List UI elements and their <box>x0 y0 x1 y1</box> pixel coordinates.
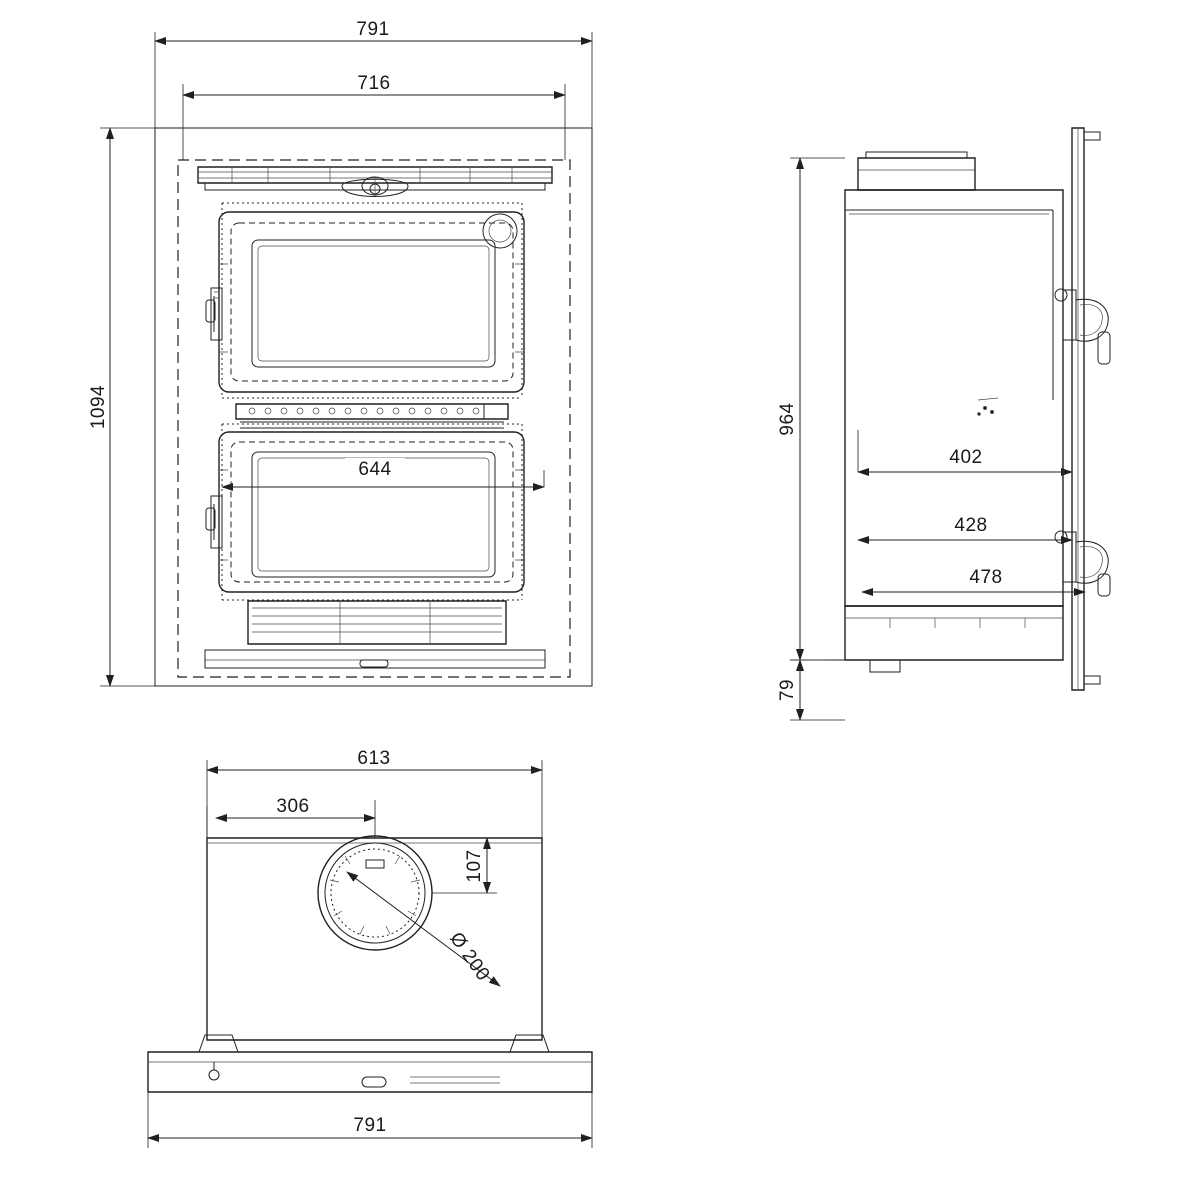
dim-label-side-depth-top: 402 <box>949 447 982 468</box>
dim-label-plan-base-width: 791 <box>353 1115 386 1136</box>
dim-label-front-height: 1094 <box>88 385 109 429</box>
dim-front-716: 716 <box>182 73 566 160</box>
dim-label-side-base-height: 79 <box>777 679 798 701</box>
dim-front-791: 791 <box>154 19 593 128</box>
dim-label-side-depth-low: 478 <box>969 567 1002 588</box>
dim-side-402: 402 <box>857 430 1073 476</box>
dim-front-1094: 1094 <box>88 127 155 687</box>
dim-label-front-inner-width: 716 <box>357 73 390 94</box>
dim-plan-306: 306 <box>206 796 376 838</box>
dim-label-plan-flue-offset: 306 <box>276 796 309 817</box>
dim-side-478: 478 <box>861 566 1086 596</box>
dim-label-plan-flue-diameter: Ø 200 <box>445 929 493 985</box>
dim-label-side-depth-mid: 428 <box>954 515 987 536</box>
dim-label-front-width: 791 <box>356 19 389 40</box>
plan-view: 613 306 107 Ø 200 791 <box>147 748 593 1148</box>
dim-plan-791: 791 <box>147 1092 593 1148</box>
front-elevation-view: 791 716 1094 644 <box>88 19 593 687</box>
side-elevation-view: 964 79 402 428 478 <box>777 127 1111 721</box>
dim-side-79: 79 <box>777 659 845 721</box>
dim-front-644: 644 <box>221 458 545 491</box>
dim-side-964: 964 <box>777 157 845 661</box>
dim-plan-613: 613 <box>206 748 543 838</box>
dim-label-side-height: 964 <box>777 402 798 435</box>
dim-label-front-door-width: 644 <box>358 459 391 480</box>
dim-side-428: 428 <box>857 514 1073 544</box>
dim-plan-107: 107 <box>432 837 497 894</box>
dim-label-plan-flue-depth-offset: 107 <box>464 849 485 882</box>
dim-plan-flue-diameter: Ø 200 <box>346 871 501 987</box>
dim-label-plan-body-width: 613 <box>357 748 390 769</box>
